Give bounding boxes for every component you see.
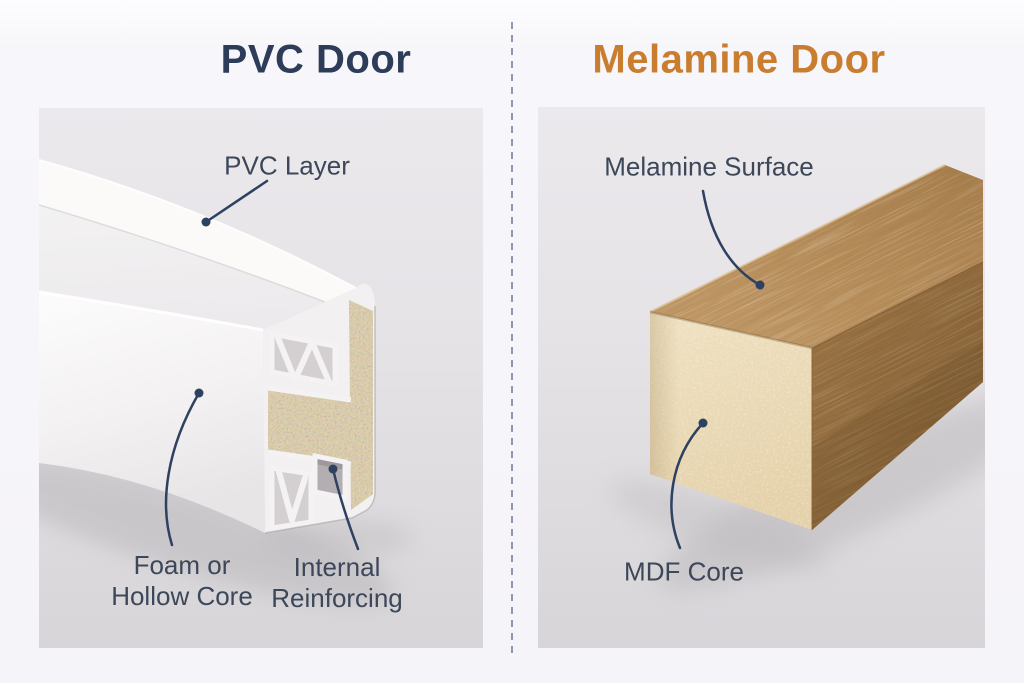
pvc-front-face (39, 292, 265, 533)
wood-top-grain-texture (650, 165, 983, 348)
melamine-beam-illustration (608, 164, 985, 591)
pvc-floor-shadow (39, 451, 395, 605)
label-pvc-layer: PVC Layer (224, 150, 350, 181)
reinforcing-dot (328, 464, 338, 474)
label-foam-core: Foam or Hollow Core (111, 550, 253, 611)
pvc-bottom-chamber (269, 465, 314, 531)
right-panel-title: Melamine Door (592, 37, 886, 82)
melamine-door-panel: Melamine Surface MDF Core (538, 107, 985, 648)
divider-dashed-line (511, 22, 513, 656)
pvc-reinforcing-cavity (312, 452, 348, 502)
label-melamine-surface: Melamine Surface (604, 151, 814, 182)
wood-side-lower-shading (812, 342, 983, 530)
left-panel-title: PVC Door (220, 37, 412, 82)
wood-side-grain-texture (812, 262, 983, 530)
mdf-core-leader-line (670, 421, 705, 550)
mdf-speckle-texture (650, 312, 812, 530)
foam-core-dot (194, 388, 204, 398)
pvc-floor-shadow-right (264, 518, 414, 558)
label-mdf-core: MDF Core (624, 556, 744, 587)
pvc-ridge-highlight (39, 159, 357, 289)
wood-back-edge-highlight (649, 164, 946, 313)
pvc-top-ridge (39, 160, 356, 302)
pvc-layer-dot (201, 217, 211, 227)
pvc-cross-section-edge-shadow (264, 306, 376, 534)
pvc-door-panel: PVC Layer Foam or Hollow Core Internal R… (39, 108, 483, 648)
pvc-layer-leader-line (204, 179, 269, 224)
pvc-top-chamber (269, 330, 338, 388)
pvc-front-top-highlight (39, 290, 264, 332)
reinforcing-leader-line (331, 467, 360, 551)
beam-floor-shadow-front (608, 480, 828, 570)
pvc-profile-illustration (39, 159, 414, 605)
label-internal-reinforcing: Internal Reinforcing (271, 552, 403, 613)
foam-core-leader-line (164, 391, 201, 547)
pvc-ridge-bevel-line (39, 204, 326, 303)
mdf-core-dot (698, 418, 708, 428)
melamine-surface-dot (755, 280, 765, 290)
wood-top-side-arris (811, 261, 984, 349)
mdf-top-edge-shadow (649, 310, 813, 350)
melamine-surface-leader-line (701, 189, 762, 287)
